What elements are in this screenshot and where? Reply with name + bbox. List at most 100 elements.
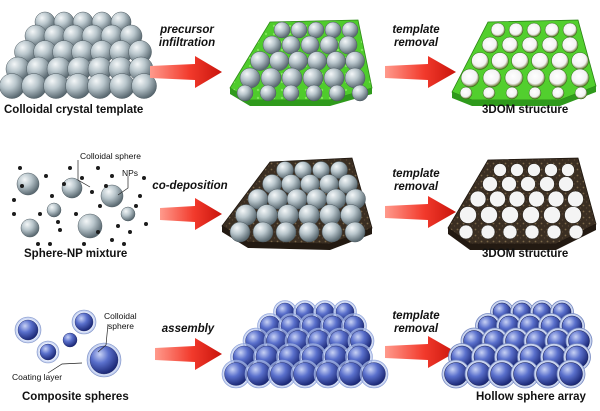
colloidal-sphere: [247, 362, 271, 386]
nanoparticle: [134, 204, 138, 208]
colloidal-sphere: [89, 345, 119, 375]
colloidal-sphere: [65, 73, 91, 99]
nanoparticle: [96, 230, 100, 234]
nanoparticle: [36, 242, 40, 246]
row3-step2-line1: template: [392, 310, 440, 322]
pore: [561, 163, 575, 177]
nanoparticle: [38, 212, 42, 216]
colloidal-sphere: [339, 362, 363, 386]
pore: [508, 22, 524, 38]
row3-start-label: Composite spheres: [22, 391, 129, 403]
nanoparticle: [96, 166, 100, 170]
pore: [527, 163, 541, 177]
pore: [501, 36, 519, 54]
embedded-sphere: [282, 84, 300, 102]
nanoparticle: [68, 166, 72, 170]
colloidal-sphere: [275, 221, 297, 243]
hollow-interior: [513, 362, 537, 386]
hollow-interior: [490, 362, 514, 386]
colloidal-sphere-callout-line1: Colloidal: [104, 311, 137, 321]
nanoparticle: [62, 182, 66, 186]
embedded-sphere: [250, 51, 270, 71]
process-arrow: [160, 198, 222, 230]
nanoparticle: [18, 166, 22, 170]
pore: [526, 68, 546, 88]
pore: [570, 68, 590, 88]
pore: [471, 52, 489, 70]
pore: [482, 86, 496, 100]
colloidal-sphere: [330, 161, 348, 179]
pore: [459, 86, 473, 100]
pore: [502, 224, 518, 240]
pore: [539, 176, 555, 192]
embedded-sphere: [307, 21, 325, 39]
3dom-green-structure-illustration: [451, 19, 597, 106]
nanoparticle: [74, 212, 78, 216]
colloidal-sphere: [21, 73, 47, 99]
pore: [531, 52, 549, 70]
embedded-sphere: [236, 84, 254, 102]
row2-step2-label: template removal: [384, 168, 448, 194]
row1-step2-line1: template: [392, 24, 440, 36]
row1-step2-line2: removal: [393, 37, 439, 49]
row3-step1-label: assembly: [148, 323, 228, 336]
row2-step1-line1: co-deposition: [152, 180, 228, 192]
hollow-interior: [444, 362, 468, 386]
co-deposited-film-illustration: [221, 157, 373, 250]
pore: [564, 206, 582, 224]
embedded-sphere: [351, 84, 369, 102]
hollow-sphere-array-illustration: [441, 300, 593, 389]
pore: [546, 224, 562, 240]
nanoparticle: [90, 190, 94, 194]
colloidal-crystal-template-illustration: [0, 11, 157, 99]
nps-callout: NPs: [122, 168, 139, 178]
colloidal-sphere: [316, 362, 340, 386]
row2-start-label: Sphere-NP mixture: [24, 248, 128, 260]
colloidal-sphere: [0, 73, 25, 99]
colloidal-sphere: [74, 312, 94, 332]
colloidal-sphere: [87, 73, 113, 99]
embedded-sphere: [269, 51, 289, 71]
pore: [548, 68, 568, 88]
pore: [568, 224, 584, 240]
colloidal-sphere: [61, 177, 83, 199]
row1-step1-line1: precursor: [160, 24, 214, 36]
colloidal-sphere: [20, 218, 40, 238]
embedded-sphere: [259, 84, 277, 102]
row2-step2-line1: template: [392, 168, 440, 180]
pore: [501, 176, 517, 192]
pore: [482, 68, 502, 88]
row3-step2-line2: removal: [393, 323, 439, 335]
colloidal-sphere: [16, 172, 40, 196]
pore: [469, 190, 487, 208]
pore: [481, 36, 499, 54]
pore: [505, 86, 519, 100]
embedded-sphere: [307, 51, 327, 71]
colloidal-sphere-callout-2: Colloidal sphere: [104, 311, 137, 331]
colloidal-sphere: [120, 206, 136, 222]
nanoparticle: [20, 184, 24, 188]
nanoparticle: [142, 176, 146, 180]
embedded-sphere: [305, 84, 323, 102]
row2-end-label: 3DOM structure: [482, 248, 569, 260]
pore: [561, 36, 579, 54]
pore: [544, 22, 560, 38]
colloidal-sphere: [77, 213, 103, 239]
pore: [511, 52, 529, 70]
colloidal-sphere-callout-line2: sphere: [108, 321, 134, 331]
pore: [524, 224, 540, 240]
embedded-sphere: [328, 84, 346, 102]
pore: [493, 163, 507, 177]
pore: [562, 22, 578, 38]
pore: [544, 163, 558, 177]
pore: [459, 206, 477, 224]
pore: [547, 190, 565, 208]
pore: [574, 86, 588, 100]
nanoparticle: [110, 174, 114, 178]
colloidal-sphere: [109, 73, 135, 99]
nanoparticle: [128, 230, 132, 234]
colloidal-sphere: [100, 184, 124, 208]
colloidal-sphere: [131, 73, 157, 99]
row1-step1-line2: infiltration: [158, 37, 216, 49]
embedded-sphere: [262, 35, 282, 55]
